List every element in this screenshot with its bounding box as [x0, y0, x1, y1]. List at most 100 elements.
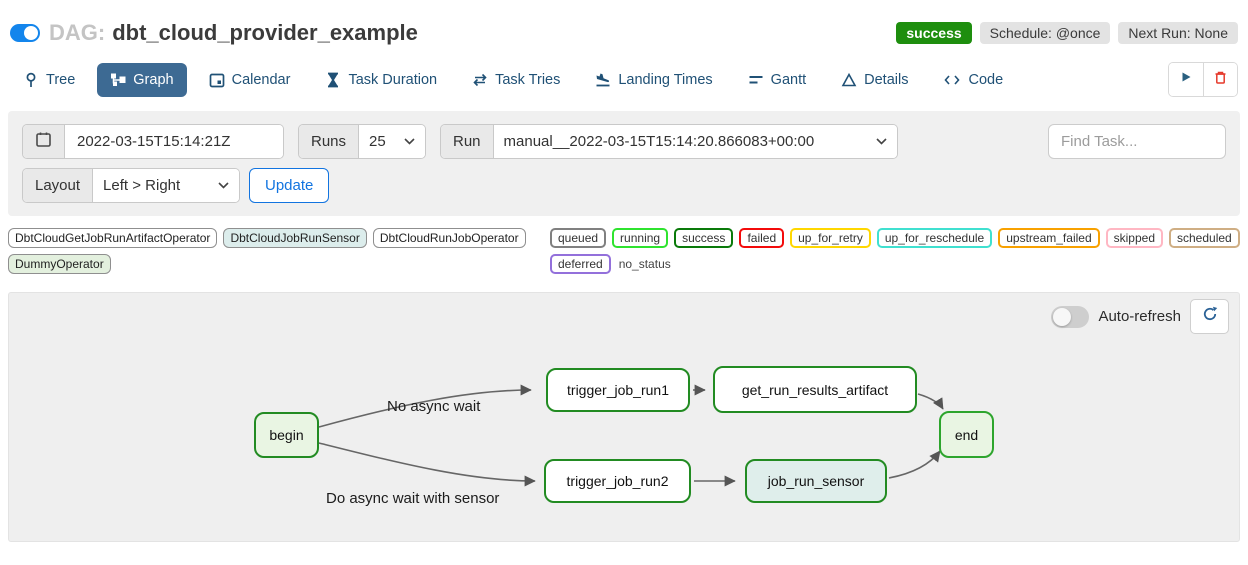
tab-graph[interactable]: Graph — [97, 62, 187, 97]
header-badges: success Schedule: @once Next Run: None — [896, 22, 1238, 44]
trash-icon — [1213, 70, 1228, 90]
delete-dag-button[interactable] — [1203, 63, 1237, 96]
refresh-icon — [1201, 305, 1219, 328]
dag-prefix-label: DAG: — [49, 20, 106, 45]
dag-graph-panel: Auto-refresh No async wait Do async wait… — [8, 292, 1240, 542]
toggle-knob — [24, 26, 38, 40]
operator-legend: DbtCloudGetJobRunArtifactOperator DbtClo… — [8, 228, 550, 280]
operator-chip: DbtCloudJobRunSensor — [223, 228, 367, 248]
task-node-trigger-job-run1[interactable]: trigger_job_run1 — [546, 368, 690, 412]
layout-value: Left > Right — [103, 177, 181, 194]
auto-refresh-toggle[interactable] — [1051, 305, 1090, 328]
operator-chip: DbtCloudRunJobOperator — [372, 228, 526, 248]
tab-landing-times[interactable]: Landing Times — [582, 63, 725, 97]
run-label: Run — [441, 125, 494, 158]
tab-label: Task Duration — [348, 71, 438, 88]
status-chip-deferred: deferred — [550, 254, 611, 274]
layout-group: Layout Left > Right — [22, 168, 240, 203]
task-node-begin[interactable]: begin — [254, 412, 319, 458]
status-chip-scheduled: scheduled — [1169, 228, 1240, 248]
schedule-badge: Schedule: @once — [979, 22, 1111, 44]
dag-run-value: manual__2022-03-15T15:14:20.866083+00:00 — [503, 133, 815, 150]
status-chip-running: running — [612, 228, 669, 248]
legend-section: DbtCloudGetJobRunArtifactOperator DbtClo… — [0, 216, 1248, 286]
status-chip-no-status: no_status — [618, 257, 671, 271]
play-icon — [1179, 70, 1193, 89]
layout-label: Layout — [23, 169, 94, 202]
status-chip-success: success — [674, 228, 734, 248]
auto-refresh-label: Auto-refresh — [1098, 308, 1181, 325]
tab-gantt[interactable]: Gantt — [735, 63, 819, 97]
edge-begin-trigger1 — [318, 384, 532, 428]
tab-calendar[interactable]: Calendar — [196, 63, 304, 97]
tab-task-tries[interactable]: Task Tries — [459, 63, 573, 97]
dag-pause-toggle[interactable] — [10, 24, 40, 42]
find-task-input[interactable] — [1048, 124, 1226, 159]
refresh-button[interactable] — [1190, 299, 1229, 334]
base-date-group — [22, 124, 284, 159]
gantt-icon — [748, 72, 764, 88]
tab-label: Graph — [133, 71, 174, 88]
tab-label: Code — [968, 71, 1004, 88]
runs-group: Runs 25 — [298, 124, 426, 159]
status-chip-queued: queued — [550, 228, 607, 248]
trigger-dag-button[interactable] — [1169, 63, 1203, 96]
task-node-job-run-sensor[interactable]: job_run_sensor — [745, 459, 887, 503]
num-runs-value: 25 — [369, 133, 386, 150]
task-node-get-run-results-artifact[interactable]: get_run_results_artifact — [713, 366, 917, 413]
status-badge: success — [896, 22, 972, 44]
tree-icon — [23, 72, 39, 88]
plane-landing-icon — [595, 72, 611, 88]
operator-chip: DummyOperator — [8, 254, 111, 274]
filter-panel: Runs 25 Run manual__2022-03-15T15:14:20.… — [8, 111, 1240, 216]
num-runs-select[interactable]: 25 — [359, 125, 425, 158]
tab-label: Details — [864, 71, 909, 88]
chevron-down-icon — [218, 182, 229, 189]
operator-chip: DbtCloudGetJobRunArtifactOperator — [8, 228, 218, 248]
code-icon — [943, 72, 961, 88]
status-chip-failed: failed — [739, 228, 785, 248]
task-node-end[interactable]: end — [939, 411, 994, 458]
tab-code[interactable]: Code — [930, 63, 1016, 97]
edge-label: No async wait — [387, 398, 481, 415]
runs-label: Runs — [299, 125, 360, 158]
next-run-badge: Next Run: None — [1118, 22, 1238, 44]
calendar-icon — [35, 131, 52, 152]
tab-label: Calendar — [231, 71, 291, 88]
view-tabbar: Tree Graph Calendar Task Duration Task T… — [0, 56, 1248, 107]
tab-label: Landing Times — [618, 71, 713, 88]
edge-artifact-end — [917, 393, 944, 410]
edge-sensor-end — [888, 450, 941, 479]
tab-label: Task Tries — [495, 71, 561, 88]
base-date-input[interactable] — [77, 133, 271, 150]
dag-action-group — [1168, 62, 1238, 97]
tab-details[interactable]: Details — [828, 63, 921, 97]
calendar-addon-button[interactable] — [23, 125, 65, 158]
calendar-icon — [209, 72, 225, 88]
layout-select[interactable]: Left > Right — [93, 169, 239, 202]
toggle-knob — [1053, 307, 1072, 326]
tab-label: Tree — [46, 71, 76, 88]
dag-header: DAG: dbt_cloud_provider_example success … — [0, 0, 1248, 56]
tab-tree[interactable]: Tree — [10, 63, 88, 97]
tab-task-duration[interactable]: Task Duration — [312, 63, 450, 97]
filter-row-2: Layout Left > Right Update — [22, 168, 1226, 203]
status-chip-up-for-retry: up_for_retry — [790, 228, 871, 248]
repeat-icon — [472, 72, 488, 88]
chevron-down-icon — [876, 138, 887, 145]
status-legend: queued running success failed up_for_ret… — [550, 228, 1240, 280]
run-group: Run manual__2022-03-15T15:14:20.866083+0… — [440, 124, 898, 159]
details-triangle-icon — [841, 72, 857, 88]
status-chip-up-for-reschedule: up_for_reschedule — [876, 228, 993, 248]
chevron-down-icon — [404, 138, 415, 145]
graph-icon — [110, 72, 126, 88]
dag-run-select[interactable]: manual__2022-03-15T15:14:20.866083+00:00 — [493, 125, 897, 158]
edge-begin-trigger2 — [318, 442, 536, 487]
status-chip-upstream-failed: upstream_failed — [998, 228, 1100, 248]
update-button[interactable]: Update — [249, 168, 330, 203]
page-title: dbt_cloud_provider_example — [112, 20, 418, 45]
hourglass-icon — [325, 72, 341, 88]
auto-refresh-controls: Auto-refresh — [1051, 299, 1229, 334]
task-node-trigger-job-run2[interactable]: trigger_job_run2 — [544, 459, 691, 503]
tab-label: Gantt — [770, 71, 807, 88]
